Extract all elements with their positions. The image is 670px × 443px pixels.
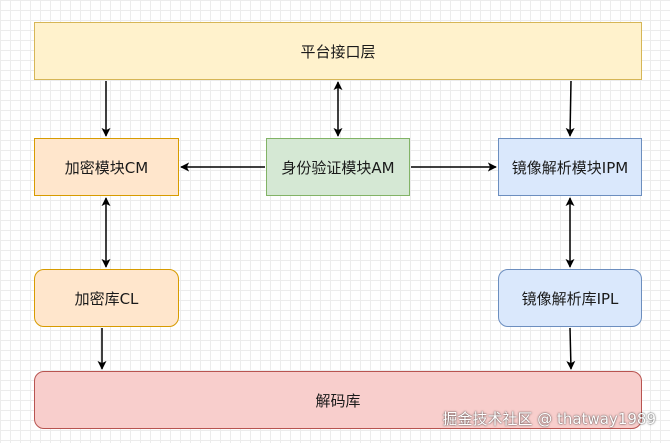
image-parse-module-node[interactable]: 镜像解析模块IPM xyxy=(498,138,642,196)
auth-module-node[interactable]: 身份验证模块AM xyxy=(266,138,410,196)
platform-api-layer-node[interactable]: 平台接口层 xyxy=(34,22,642,80)
edge-api-to-ipm xyxy=(565,80,575,137)
crypto-module-node[interactable]: 加密模块CM xyxy=(34,138,179,196)
image-parse-lib-node[interactable]: 镜像解析库IPL xyxy=(498,269,642,327)
crypto-lib-node[interactable]: 加密库CL xyxy=(34,269,179,327)
image-parse-lib-label: 镜像解析库IPL xyxy=(521,289,619,308)
crypto-lib-label: 加密库CL xyxy=(74,289,139,308)
decode-lib-node[interactable]: 解码库 xyxy=(34,371,642,429)
decode-lib-label: 解码库 xyxy=(315,391,361,410)
watermark-text: 掘金技术社区 @ thatway1989 xyxy=(442,410,656,428)
platform-api-layer-label: 平台接口层 xyxy=(300,42,376,61)
crypto-module-label: 加密模块CM xyxy=(64,158,149,177)
image-parse-module-label: 镜像解析模块IPM xyxy=(511,158,629,177)
auth-module-label: 身份验证模块AM xyxy=(281,158,395,177)
edge-ipl-to-decode xyxy=(566,327,576,370)
